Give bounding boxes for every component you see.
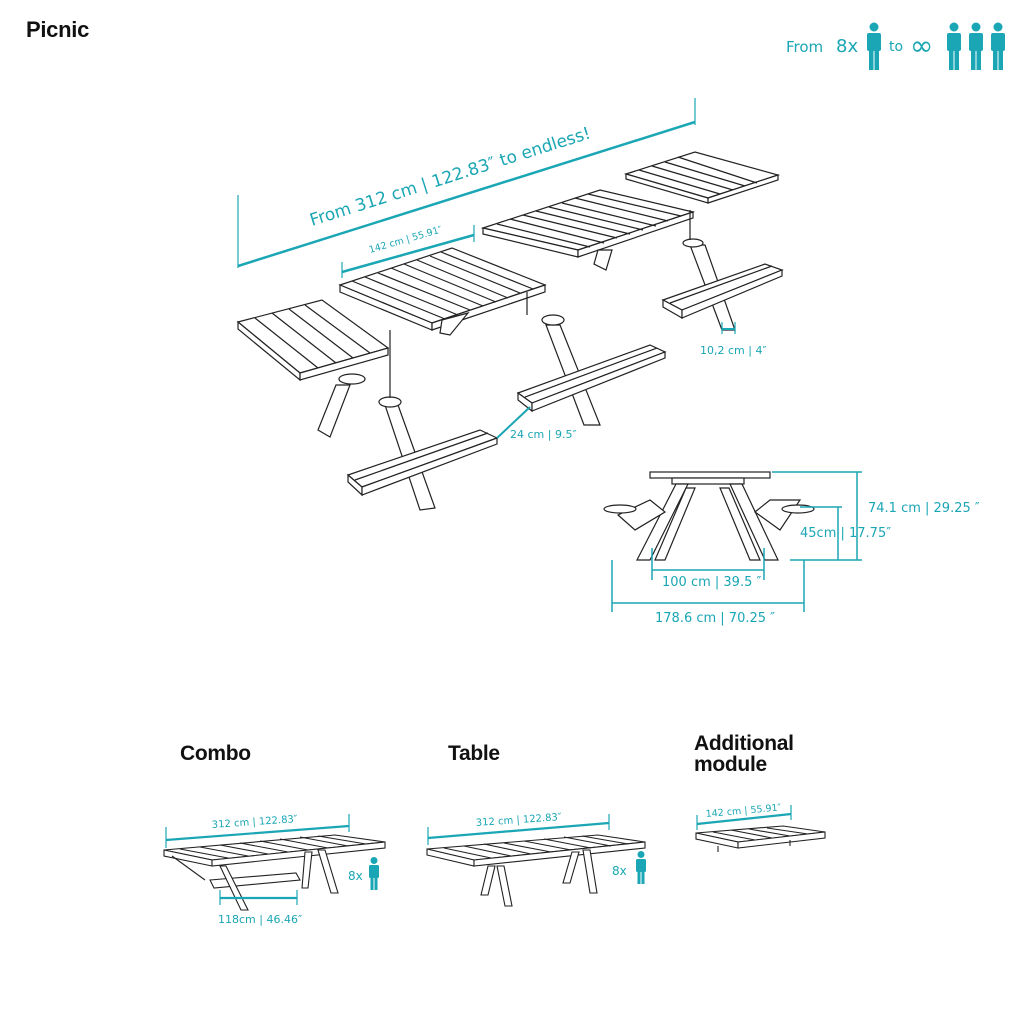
- table-title: Table: [448, 742, 500, 765]
- bench-width-label: 24 cm | 9.5″: [510, 428, 577, 441]
- combo-variant: 312 cm | 122.83″ 118cm | 46.46″ 8x: [163, 814, 386, 926]
- infinity-icon: ∞: [910, 29, 934, 62]
- capacity-from-label: From: [786, 38, 824, 56]
- table-length-label: 312 cm | 122.83″: [475, 812, 562, 829]
- bench-thickness-label: 10,2 cm | 4″: [700, 344, 767, 357]
- module-title-line1: Additional: [694, 732, 794, 755]
- person-icon: [636, 851, 646, 884]
- person-icon: [991, 22, 1005, 70]
- table-top-module-left: [338, 247, 547, 331]
- module-title-line2: module: [694, 753, 767, 776]
- table-top-end-right: [623, 151, 781, 204]
- person-icon: [947, 22, 961, 70]
- bench-thickness-dimension: 10,2 cm | 4″: [700, 322, 767, 357]
- main-diagram: From 312 cm | 122.83″ to endless! 142 cm…: [236, 98, 980, 626]
- person-icon: [969, 22, 983, 70]
- combo-title: Combo: [180, 742, 251, 765]
- module-length-variant-label: 142 cm | 55.91″: [705, 802, 782, 820]
- person-icon: [867, 22, 881, 70]
- benches: [346, 263, 784, 497]
- combo-length-label: 312 cm | 122.83″: [211, 814, 298, 831]
- capacity-indicator: From 8x to ∞: [786, 22, 1016, 72]
- overall-length-dimension: From 312 cm | 122.83″ to endless!: [237, 98, 696, 268]
- table-seats-label: 8x: [612, 864, 627, 878]
- person-icon: [369, 857, 379, 890]
- table-top-module-right: [480, 189, 696, 258]
- seat-height-label: 45cm | 17.75″: [800, 526, 891, 541]
- combo-seats-label: 8x: [348, 869, 363, 883]
- combo-bench-length-label: 118cm | 46.46″: [218, 913, 302, 926]
- module-length-label: 142 cm | 55.91″: [368, 224, 444, 256]
- capacity-to-label: to: [889, 39, 904, 55]
- bench-width-dimension: 24 cm | 9.5″: [496, 406, 577, 441]
- table-variant: 312 cm | 122.83″ 8x: [426, 812, 646, 907]
- leg-span-label: 100 cm | 39.5 ″: [662, 575, 761, 590]
- side-view-diagram: 74.1 cm | 29.25 ″ 45cm | 17.75″ 100 cm |…: [603, 471, 980, 626]
- table-height-label: 74.1 cm | 29.25 ″: [868, 501, 980, 516]
- table-top-end-left: [236, 299, 390, 382]
- variants-diagram: 312 cm | 122.83″ 118cm | 46.46″ 8x: [163, 802, 826, 926]
- module-variant: 142 cm | 55.91″: [695, 802, 826, 852]
- total-width-label: 178.6 cm | 70.25 ″: [655, 611, 775, 626]
- page-title: Picnic: [26, 17, 90, 42]
- capacity-min-count: 8x: [836, 36, 859, 57]
